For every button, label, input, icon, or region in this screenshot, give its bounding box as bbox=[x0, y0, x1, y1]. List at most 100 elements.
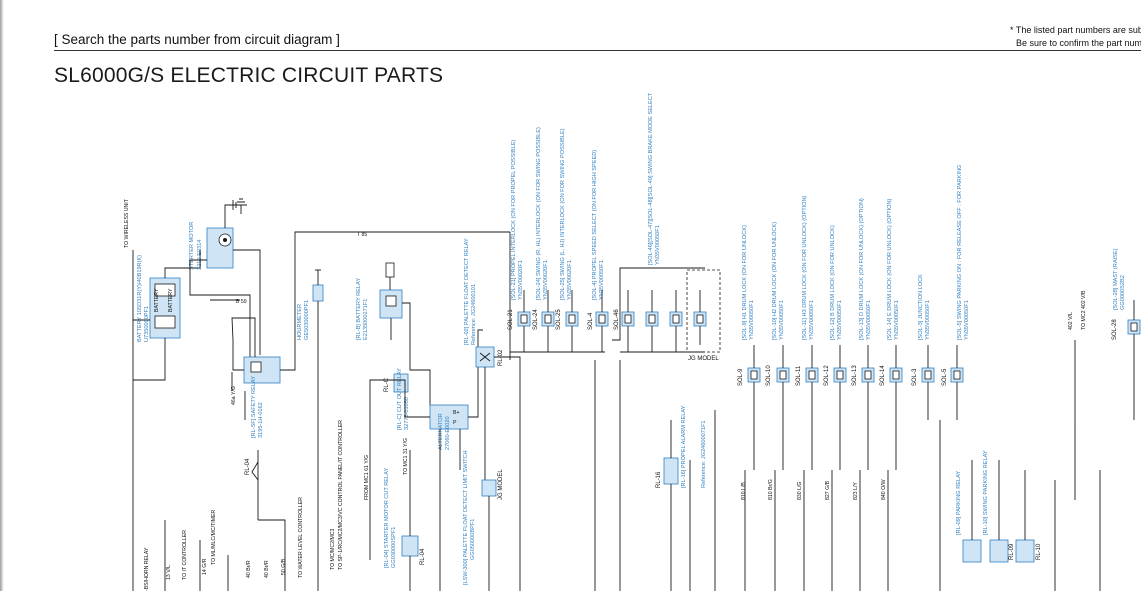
svg-text:T 85: T 85 bbox=[357, 232, 367, 238]
sol-14-part: YN35V00050F1 bbox=[894, 300, 900, 340]
alternator-part: 27060-E0020 bbox=[445, 416, 451, 450]
sol-48[interactable] bbox=[669, 290, 683, 352]
battery-label: BATTERY 105D31R(Y)/40B19R(K) bbox=[137, 255, 143, 342]
coil-icon bbox=[648, 314, 656, 324]
sol-3[interactable]: [SOL-3] JUNCTION LOCK YN35V00050F1 SOL-3 bbox=[912, 274, 935, 420]
sol-10-tag: SOL-10 bbox=[766, 365, 772, 386]
sol-11-label: [SOL-11] H3 DRUM LOCK (ON FOR UNLOCK) (O… bbox=[802, 195, 808, 340]
starter-cut-relay-label: [RL-04] STARTER MOTOR CUT RELAY bbox=[384, 468, 390, 568]
battery-part-label: U7350000PF1 bbox=[144, 306, 150, 342]
svg-text:TO WATER LEVEL CONTROLLER: TO WATER LEVEL CONTROLLER bbox=[298, 497, 304, 578]
sol-21[interactable]: [SOL-21] PROPEL INTERLOCK (ON FOR PROPEL… bbox=[508, 140, 531, 352]
starter-motor-part: 3210-E0314 bbox=[197, 240, 203, 270]
sol-24[interactable]: [SOL-24] SWING (R, HL) INTERLOCK (ON FOR… bbox=[533, 127, 555, 352]
svg-text:840 O/W: 840 O/W bbox=[881, 479, 887, 500]
safety-relay-label: [RL-SF] SAFETY RELAY bbox=[251, 376, 257, 438]
sol-28[interactable]: [SOL-28] MAST (RAISE) GG0000S2B2 SOL-28 bbox=[1112, 248, 1141, 420]
battery-cell-icon bbox=[154, 315, 176, 329]
sol-12[interactable]: [SOL-12] B DRUM LOCK (ON FOR UNLOCK) YN3… bbox=[824, 225, 847, 470]
sol-28-label: [SOL-28] MAST (RAISE) bbox=[1113, 248, 1119, 310]
coil-icon bbox=[1130, 322, 1138, 332]
svg-text:823 L/Y: 823 L/Y bbox=[853, 482, 859, 500]
alternator-label: ALTERNATOR bbox=[438, 413, 444, 450]
safety-relay-box[interactable] bbox=[243, 356, 281, 384]
sol-14-label: [SOL-14] E DRUM LOCK (ON FOR UNLOCK) (OP… bbox=[887, 198, 893, 340]
palette-float-switch-box[interactable] bbox=[481, 479, 497, 497]
page-title: SL6000G/S ELECTRIC CIRCUIT PARTS bbox=[54, 64, 444, 87]
sol-12-part: YN35V00050F1 bbox=[837, 300, 843, 340]
sol-47[interactable] bbox=[645, 290, 659, 352]
coil-icon bbox=[836, 370, 844, 380]
sol-21-part: YN35V00020F1 bbox=[518, 260, 524, 300]
starter-motor-label: STERTER MOTOR bbox=[189, 222, 195, 270]
coil-icon bbox=[864, 370, 872, 380]
propel-alarm-relay-box[interactable] bbox=[663, 457, 679, 485]
sol-25-label: [SOL-25] SWING (L, HJ) INTERLOCK (ON FOR… bbox=[560, 128, 566, 300]
sol-24-part: YN35V00020F1 bbox=[543, 260, 549, 300]
starter-motor-box[interactable] bbox=[206, 227, 234, 269]
sol-46[interactable]: [SOL-46][SOL-47][SOL-48][SOL-49] SWING B… bbox=[614, 92, 661, 352]
svg-text:-BS/HORN RELAY: -BS/HORN RELAY bbox=[144, 547, 150, 591]
svg-text:810 Br/G: 810 Br/G bbox=[768, 479, 774, 500]
svg-text:40 Br/R: 40 Br/R bbox=[264, 560, 270, 578]
sol-49[interactable] bbox=[693, 290, 707, 345]
page-edge-shadow bbox=[0, 0, 4, 591]
sol-10-label: [SOL-10] H2 DRUM LOCK (ON FOR UNLOCK) bbox=[772, 222, 778, 340]
sol-9-part: YN35V00050F1 bbox=[749, 300, 755, 340]
sol-25-part: YN35V00020F1 bbox=[567, 260, 573, 300]
parking-relay-box[interactable] bbox=[962, 539, 982, 563]
svg-text:TO SP-1/RC/MC2/MC3/VC CONTROL: TO SP-1/RC/MC2/MC3/VC CONTROL PANEL/IT C… bbox=[338, 420, 344, 570]
cutout-relay-box[interactable] bbox=[393, 373, 409, 393]
svg-text:FROM MC1 61 Y/G: FROM MC1 61 Y/G bbox=[364, 455, 370, 500]
sol-9[interactable]: [SOL-9] H1 DRUM LOCK (ON FOR UNLOCK) YN3… bbox=[738, 225, 761, 470]
sol-12-tag: SOL-12 bbox=[824, 365, 830, 386]
hourmeter-label: HOURMETER bbox=[297, 304, 303, 340]
sol-10[interactable]: [SOL-10] H2 DRUM LOCK (ON FOR UNLOCK) YN… bbox=[766, 222, 790, 470]
starter-cut-relay-box[interactable] bbox=[401, 535, 419, 557]
svg-text:46a Y/G: 46a Y/G bbox=[231, 386, 237, 405]
swing-parking-relay-box[interactable] bbox=[989, 539, 1009, 563]
svg-text:TO MC1 31 Y/G: TO MC1 31 Y/G bbox=[403, 438, 409, 475]
sol-11[interactable]: [SOL-11] H3 DRUM LOCK (ON FOR UNLOCK) (O… bbox=[796, 195, 819, 470]
svg-text:B+: B+ bbox=[453, 410, 460, 416]
swing-parking-relay-label: [RL-10] SWING PARKING RELAY bbox=[983, 450, 989, 535]
sol-14[interactable]: [SOL-14] E DRUM LOCK (ON FOR UNLOCK) (OP… bbox=[880, 198, 903, 470]
coil-icon bbox=[672, 314, 680, 324]
palette-float-switch-part: GG050000BPF1 bbox=[470, 519, 476, 560]
svg-text:TO MC/MC2/MC3: TO MC/MC2/MC3 bbox=[330, 528, 336, 570]
notice-line-2: Be sure to confirm the part numb bbox=[1016, 38, 1141, 48]
coil-icon bbox=[953, 370, 961, 380]
coil-icon bbox=[568, 314, 576, 324]
svg-text:BATTERY: BATTERY bbox=[168, 288, 174, 312]
battery-relay-label: [RL-B] BATTERY RELAY bbox=[356, 278, 362, 340]
swing-parking-relay-box-2[interactable] bbox=[1015, 539, 1035, 563]
hourmeter-box[interactable] bbox=[312, 284, 324, 302]
rl-09-tag: RL-09 bbox=[1009, 543, 1015, 560]
sol-25[interactable]: [SOL-25] SWING (L, HJ) INTERLOCK (ON FOR… bbox=[556, 128, 579, 352]
coil-icon bbox=[624, 314, 632, 324]
sol-4-label: [SOL-4] PROPEL SPEED SELECT (ON FOR HIGH… bbox=[592, 150, 598, 300]
sol-46-tag: SOL-46 bbox=[614, 309, 620, 330]
sol-13[interactable]: [SOL-13] D DRUM LOCK (ON FOR UNLOCK) (OP… bbox=[852, 198, 875, 470]
sol-5-tag: SOL-5 bbox=[942, 368, 948, 386]
sol-28-tag: SOL-28 bbox=[1112, 319, 1118, 340]
sol-5[interactable]: [SOL-5] SWING PARKING ON : FOR RELEASE O… bbox=[942, 165, 970, 420]
safety-relay-part: 3195-1H-0162 bbox=[258, 402, 264, 438]
search-parts-link[interactable]: [ Search the parts number from circuit d… bbox=[54, 32, 340, 47]
alternator-box[interactable] bbox=[429, 404, 469, 430]
sol-9-label: [SOL-9] H1 DRUM LOCK (ON FOR UNLOCK) bbox=[742, 225, 748, 340]
propel-alarm-relay-label: [RL-16] PROPEL ALARM RELAY bbox=[681, 405, 687, 488]
sol-4[interactable]: [SOL-4] PROPEL SPEED SELECT (ON FOR HIGH… bbox=[588, 150, 609, 352]
sol-25-tag: SOL-25 bbox=[556, 309, 562, 330]
palette-float-switch-label: [LSW-300] PALETTE FLOAT DETECT LIMIT SWI… bbox=[463, 450, 469, 585]
sol-5-label: [SOL-5] SWING PARKING ON : FOR RELEASE O… bbox=[957, 165, 963, 340]
svg-text:50 G/B: 50 G/B bbox=[281, 558, 287, 575]
sol-24-label: [SOL-24] SWING (R, HL) INTERLOCK (ON FOR… bbox=[536, 127, 542, 300]
coil-icon bbox=[598, 314, 606, 324]
rl-04-tag: RL-04 bbox=[245, 458, 251, 475]
coil-icon bbox=[520, 314, 528, 324]
lsw-300-tag: JG MODEL bbox=[498, 469, 504, 500]
sol-3-part: YN35V00050F1 bbox=[925, 300, 931, 340]
notice-line-1: * The listed part numbers are subje bbox=[1010, 25, 1141, 35]
